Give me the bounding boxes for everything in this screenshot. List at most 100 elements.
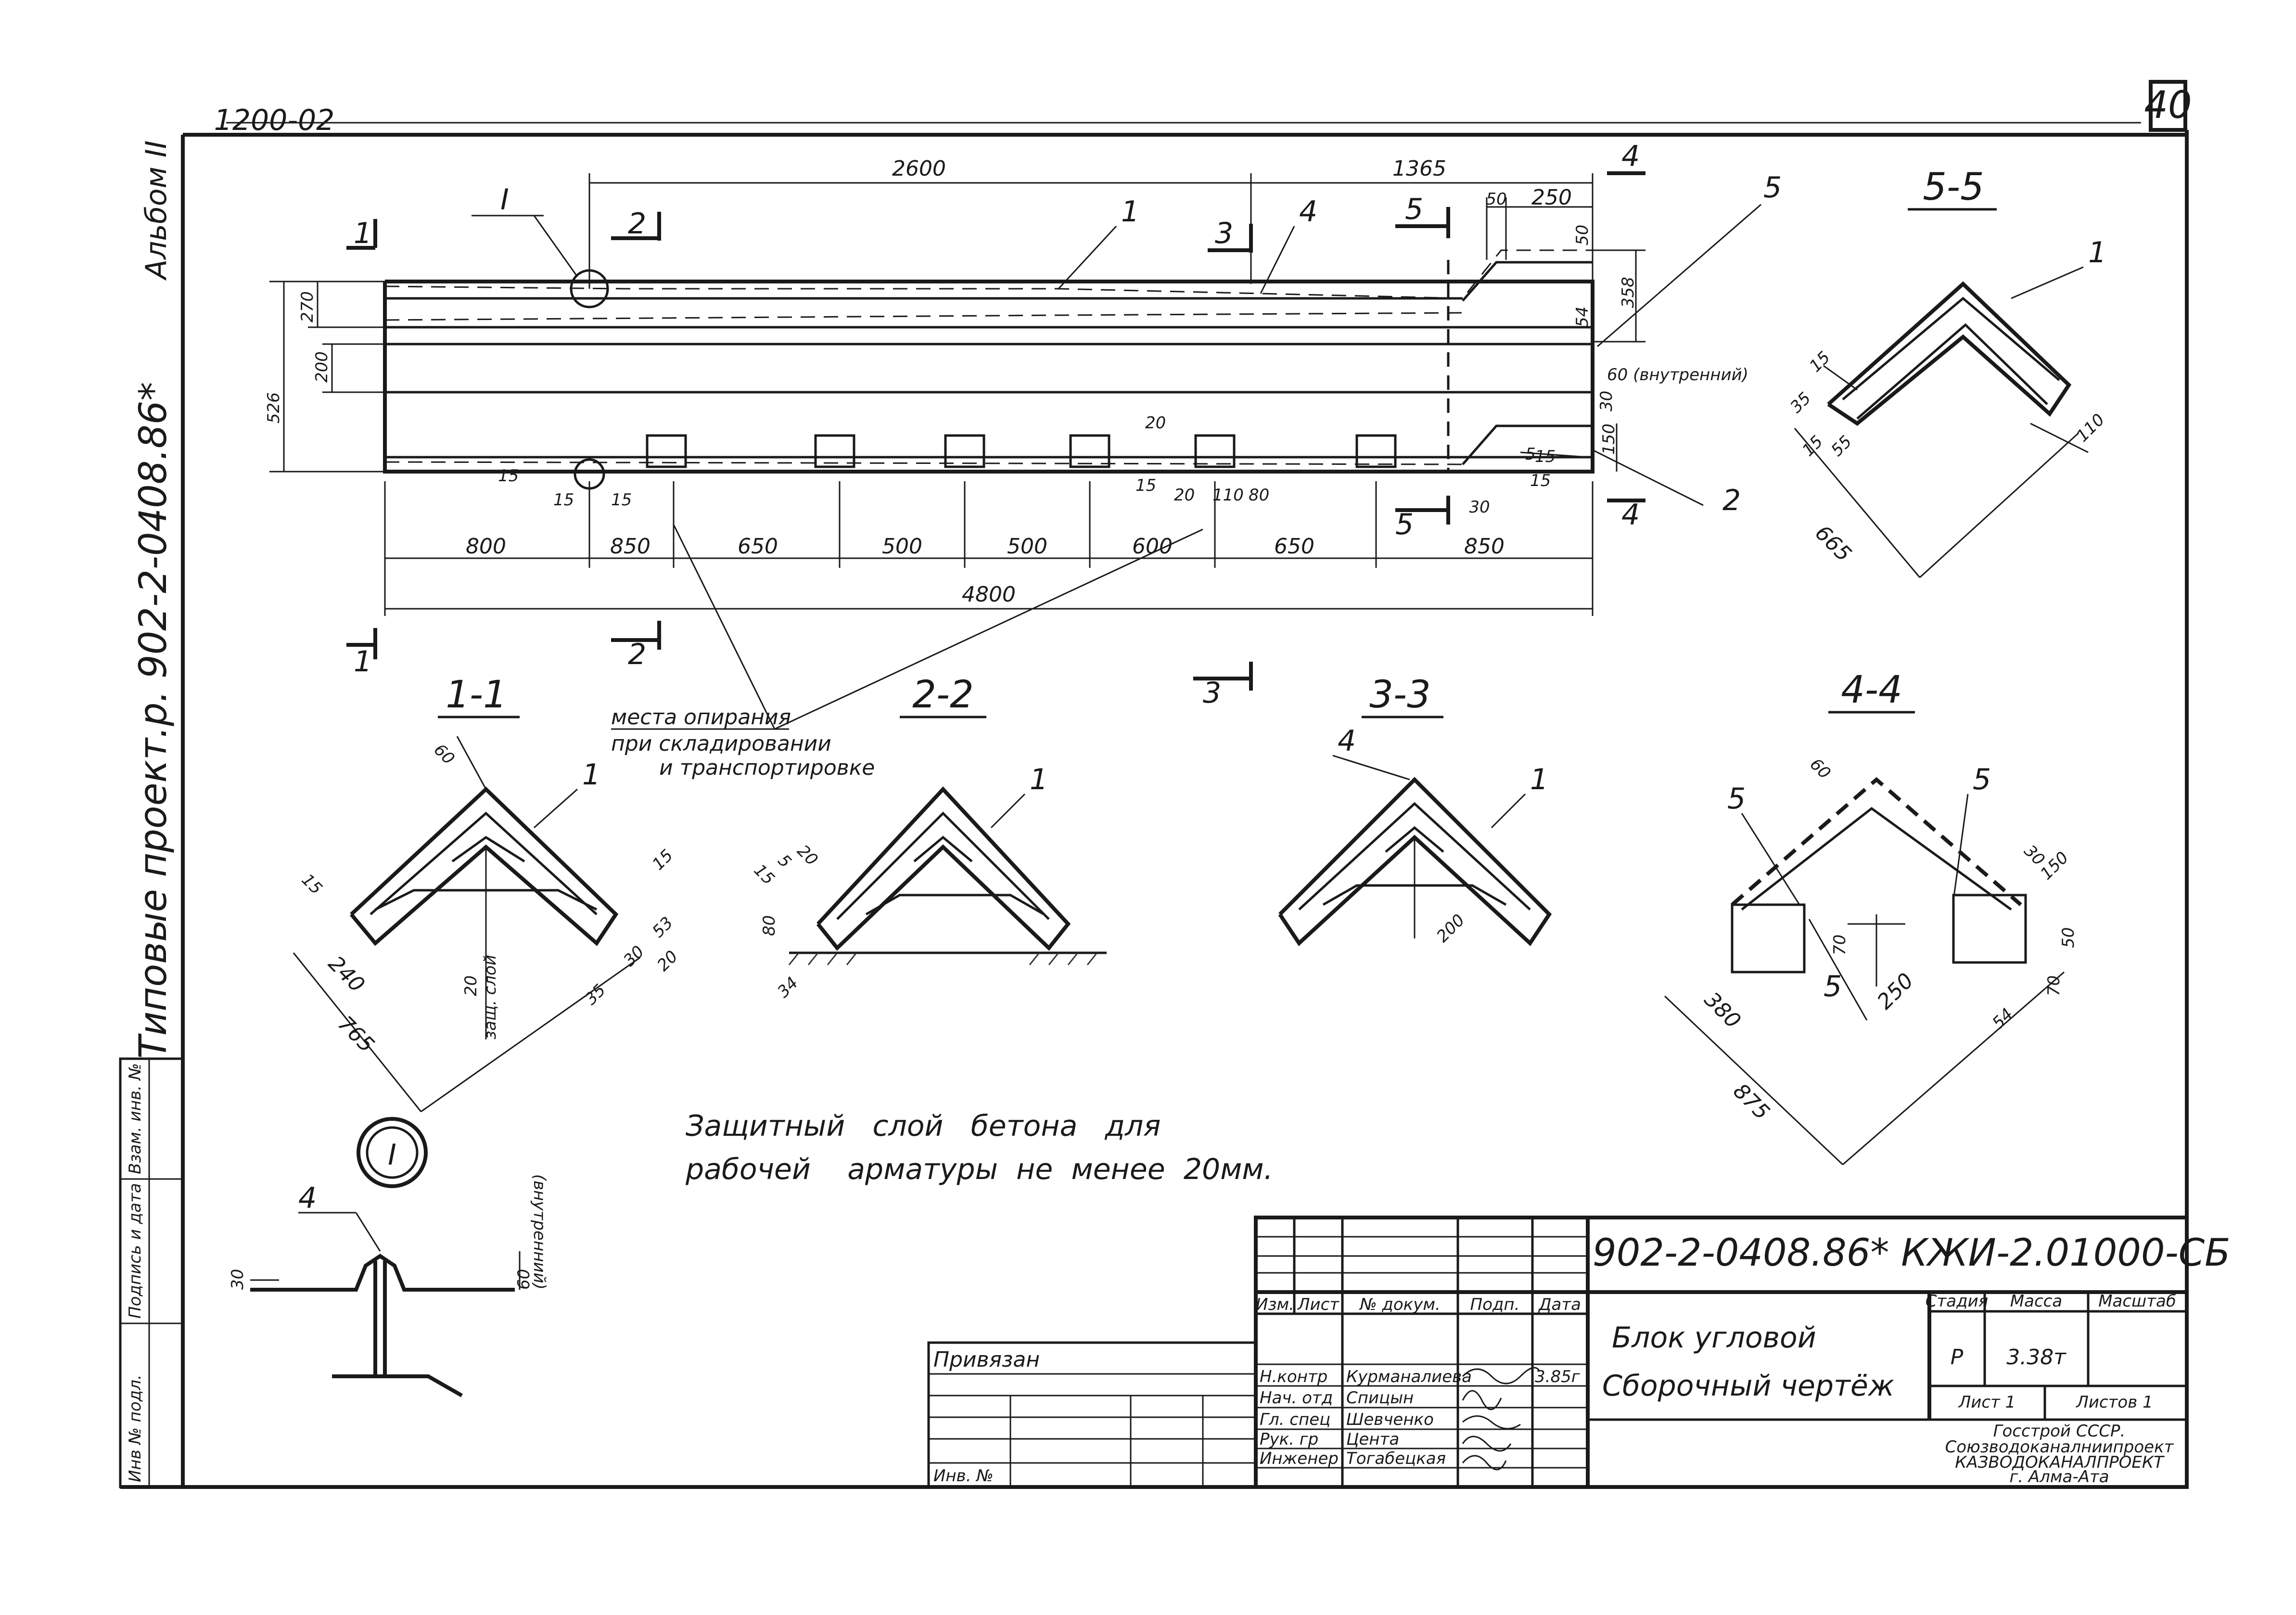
dim-30-11: 30	[620, 942, 648, 970]
dim-15-55: 15	[1806, 347, 1834, 376]
org-line-4: г. Алма-Ата	[2009, 1467, 2109, 1487]
dim-5-22: 5	[774, 851, 795, 872]
dim-4800: 4800	[962, 582, 1016, 607]
corner-code: 1200-02	[214, 103, 335, 137]
callout-1-elev: 1	[1121, 195, 1139, 229]
mark-5-top: 5	[1405, 192, 1423, 226]
dim-850-a: 850	[610, 534, 651, 559]
signatures	[1462, 1367, 1541, 1471]
node-dim-inner: (внутренний)	[530, 1174, 549, 1290]
mark-1-bottom: 1	[354, 645, 372, 679]
dim-15b-11: 15	[649, 846, 677, 874]
hdr-date: Дата	[1538, 1295, 1581, 1314]
dim-80-22: 80	[760, 915, 779, 936]
section-2-2	[788, 786, 1107, 965]
staff-name-3: Цента	[1346, 1430, 1399, 1449]
mark-1-top: 1	[354, 217, 372, 250]
dim-15b-55: 15	[1799, 432, 1827, 460]
staff-date-0: 3.85г	[1535, 1367, 1581, 1386]
mass-value: 3.38т	[2006, 1345, 2066, 1370]
dim-15-22: 15	[750, 860, 778, 889]
dim-60-inner: 60 (внутренний)	[1607, 365, 1748, 385]
title-1-1: 1-1	[446, 673, 507, 717]
sheets-label: Листов 1	[2075, 1393, 2153, 1412]
dim-15-e: 15	[1530, 471, 1551, 490]
hdr-doc: № докум.	[1359, 1295, 1441, 1314]
doc-code: 902-2-0408.86* КЖИ-2.01000-СБ	[1593, 1231, 2231, 1275]
elevation-right-dimensions	[1593, 249, 1645, 472]
elevation-callout-leaders	[611, 204, 1761, 730]
staff-name-0: Курманалиева	[1346, 1367, 1472, 1386]
dim-60-44: 60	[1806, 755, 1835, 783]
dim-55-55: 55	[1827, 432, 1856, 460]
dim-30-right: 30	[1597, 391, 1616, 411]
support-loops	[646, 434, 1397, 468]
section-1-1	[293, 736, 640, 1113]
mark-5-bottom: 5	[1395, 508, 1414, 541]
dim-15-b: 15	[553, 490, 574, 510]
hdr-izm: Изм.	[1256, 1295, 1294, 1314]
callout-5b-elev: 5	[1525, 445, 1536, 464]
dim-20b-11: 20	[653, 947, 682, 975]
dim-70b-44: 70	[2044, 975, 2064, 996]
section-4-4	[1664, 777, 2065, 1166]
mark-4-bottom: 4	[1621, 498, 1640, 532]
dim-1365: 1365	[1392, 156, 1446, 181]
staff-role-0: Н.контр	[1260, 1367, 1327, 1386]
dim-15-d: 15	[1135, 476, 1156, 495]
support-note-3: и транспортировке	[659, 756, 875, 780]
staff-role-4: Инженер	[1260, 1449, 1339, 1468]
dim-54: 54	[1573, 307, 1592, 327]
album-label: Альбом II	[140, 141, 173, 281]
dim-500-a: 500	[882, 534, 922, 559]
dim-50-top: 50	[1486, 190, 1506, 209]
mass-label: Масса	[2010, 1292, 2062, 1311]
staff-name-1: Спицын	[1346, 1388, 1414, 1408]
dim-110-55: 110	[2073, 410, 2108, 446]
left-signature-strip	[119, 1057, 184, 1488]
dim-270: 270	[298, 291, 317, 322]
mark-3-bottom: 3	[1203, 676, 1221, 710]
page-number: 40	[2144, 84, 2192, 127]
dim-665-55: 665	[1810, 521, 1856, 566]
section-3-3	[1278, 777, 1552, 947]
dim-150-right: 150	[1599, 423, 1619, 455]
dim-54-44: 54	[1989, 1004, 2017, 1033]
sheet-frame	[120, 80, 2189, 1489]
mark-node-I: I	[500, 183, 509, 217]
dim-35-11: 35	[581, 980, 610, 1009]
elevation-view	[383, 249, 1594, 490]
node-mark-I: I	[388, 1138, 396, 1172]
dim-250-top: 250	[1531, 185, 1572, 210]
hdr-list: Лист	[1297, 1295, 1339, 1314]
callout-1-22: 1	[1030, 763, 1048, 796]
callout-1-55: 1	[2088, 236, 2106, 269]
dim-200-33: 200	[1433, 910, 1468, 946]
dim-70-44: 70	[1830, 935, 1850, 955]
support-note-2: при складировании	[611, 731, 831, 756]
org-line-2: Союзводоканалниипроект	[1945, 1437, 2174, 1457]
title-4-4: 4-4	[1841, 668, 1902, 712]
staff-role-3: Рук. гр	[1260, 1430, 1318, 1449]
dim-110: 110	[1212, 486, 1244, 505]
dim-650-a: 650	[738, 534, 778, 559]
mark-2-bottom: 2	[628, 638, 646, 671]
dim-850-b: 850	[1464, 534, 1505, 559]
dim-20-b: 20	[1174, 486, 1195, 505]
strip-podpis: Подпись и дата	[126, 1183, 145, 1319]
title-block	[927, 1216, 2189, 1489]
title-2-2: 2-2	[912, 673, 973, 717]
dim-526: 526	[264, 392, 283, 423]
mark-2-top: 2	[628, 207, 646, 241]
staff-role-1: Нач. отд	[1260, 1388, 1333, 1408]
dim-zashch-11: защ. слой	[481, 955, 500, 1039]
staff-name-4: Тогабецкая	[1346, 1449, 1446, 1468]
title-5-5: 5-5	[1923, 166, 1984, 209]
sheet-label: Лист 1	[1958, 1393, 2016, 1412]
callout-5b-44: 5	[1973, 763, 1991, 796]
callout-2-elev: 2	[1722, 484, 1741, 517]
elevation-left-dimensions	[269, 281, 385, 473]
callout-4-elev: 4	[1299, 195, 1317, 229]
section-5-5	[1794, 281, 2089, 578]
callout-4-33: 4	[1338, 724, 1356, 758]
